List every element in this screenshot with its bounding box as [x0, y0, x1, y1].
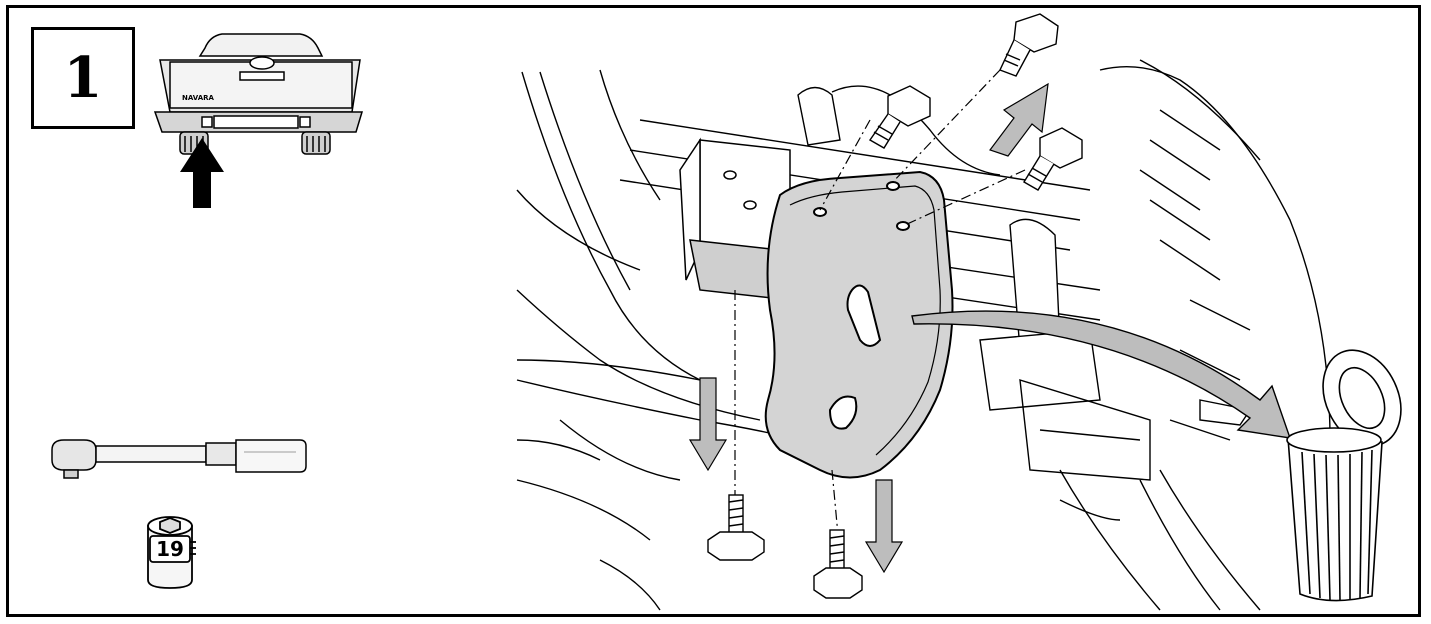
ratchet-wrench-icon	[52, 440, 306, 478]
bolt-icon	[814, 530, 862, 598]
vehicle-badge: NAVARA	[182, 94, 215, 102]
tow-bracket	[766, 172, 953, 478]
bolt-icon	[1024, 128, 1082, 190]
bolt-icon	[1000, 14, 1058, 76]
trash-bin-icon	[1287, 337, 1416, 600]
bolt-icon	[708, 495, 764, 560]
down-arrow-icon	[866, 480, 902, 572]
socket-size-label: 19	[156, 537, 184, 561]
bolt-icon	[870, 86, 930, 148]
